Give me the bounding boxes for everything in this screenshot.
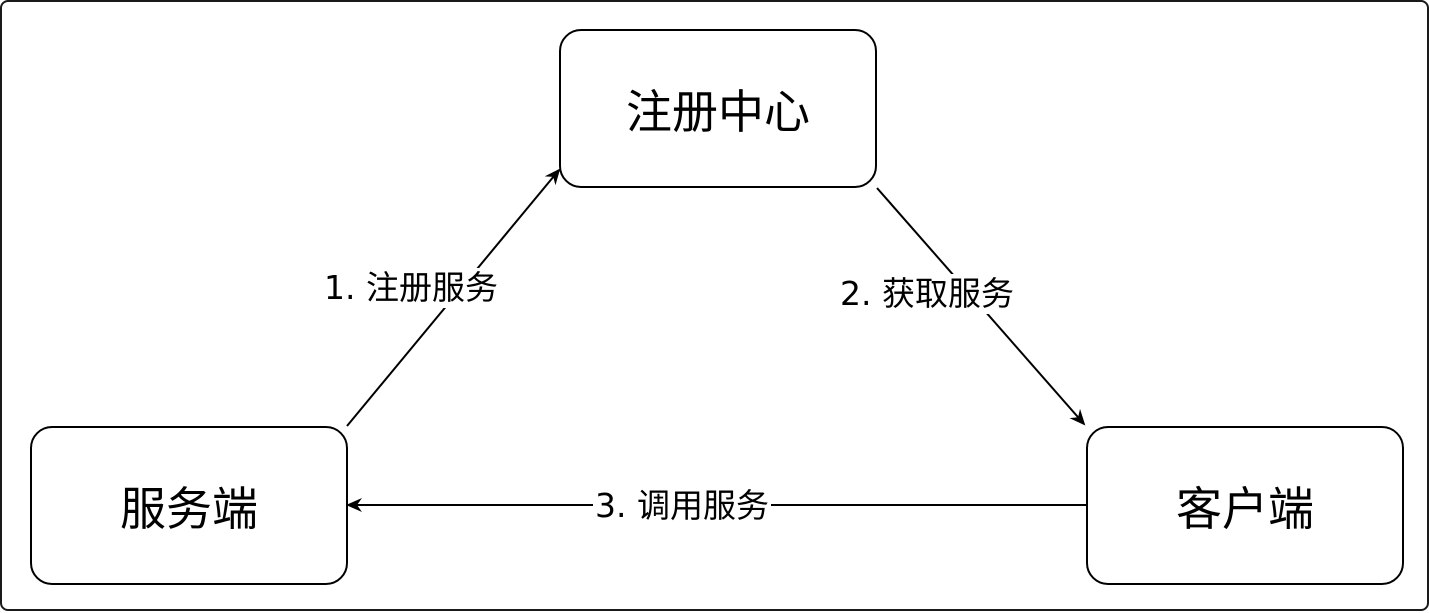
edge-invoke-label: 3. 调用服务 xyxy=(593,486,771,526)
client-node: 客户端 xyxy=(1086,426,1404,585)
edge-fetch-label: 2. 获取服务 xyxy=(838,274,1016,314)
registry-node: 注册中心 xyxy=(559,29,877,188)
server-node: 服务端 xyxy=(30,426,348,585)
edge-register-label: 1. 注册服务 xyxy=(322,268,500,308)
